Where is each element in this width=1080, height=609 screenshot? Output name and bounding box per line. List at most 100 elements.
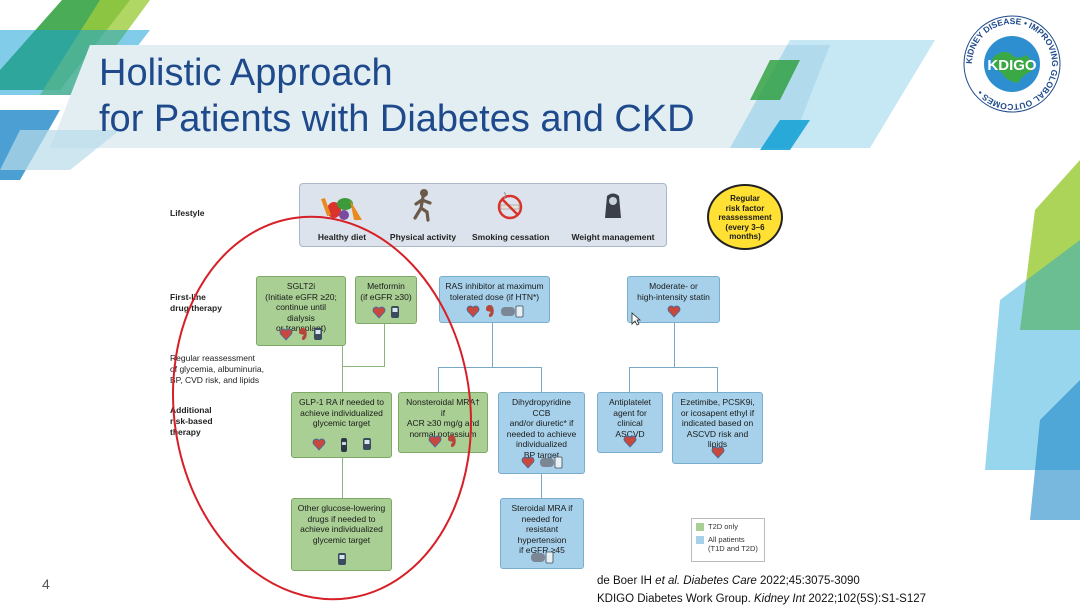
box-metformin: Metformin (if eGFR ≥30) — [355, 276, 417, 324]
ezetimibe-line-2: or icosapent ethyl if — [677, 408, 758, 419]
metformin-icons — [356, 305, 416, 319]
lifestyle-label-activity: Physical activity — [388, 232, 458, 242]
box-dihydropyridine-ccb: Dihydropyridine CCB and/or diuretic* if … — [498, 392, 585, 474]
no-smoking-icon — [495, 188, 525, 222]
ref1-etal: et al. — [655, 575, 680, 587]
legend-t2d: T2D only — [696, 523, 738, 532]
reassessment-badge: Regular risk factor reassessment (every … — [707, 184, 783, 250]
reference-1: de Boer IH et al. Diabetes Care 2022;45:… — [597, 572, 926, 590]
kidney-icon — [484, 304, 496, 318]
nsmra-line-2: ACR ≥30 mg/g and — [403, 418, 483, 429]
box-sglt2i: SGLT2i (Initiate eGFR ≥20; continue unti… — [256, 276, 346, 346]
glucose-meter-icon — [362, 437, 372, 451]
reference-2: KDIGO Diabetes Work Group. Kidney Int 20… — [597, 590, 926, 608]
connector-metformin-v — [384, 324, 385, 367]
steroidal-mra-line-2: needed for resistant — [505, 514, 579, 535]
lifestyle-item-activity: Physical activity — [388, 184, 458, 246]
glp1-line-2: achieve individualized — [296, 408, 387, 419]
heart-icon — [521, 455, 535, 469]
ezetimibe-line-1: Ezetimibe, PCSK9i, — [677, 397, 758, 408]
glp1-line-1: GLP-1 RA if needed to — [296, 397, 387, 408]
connector-ras-down — [492, 323, 493, 368]
heart-icon — [312, 437, 326, 451]
sglt2i-line-3: continue until dialysis — [261, 302, 341, 323]
row-label-additional-2: risk-based — [170, 416, 213, 427]
antiplatelet-line-2: agent for — [602, 408, 658, 419]
connector-statin-split — [629, 367, 718, 368]
other-glucose-line-2: drugs if needed to — [296, 514, 387, 525]
lifestyle-label-weight: Weight management — [566, 232, 660, 242]
sglt2i-line-1: SGLT2i — [261, 281, 341, 292]
metformin-line-1: Metformin — [360, 281, 412, 292]
ref1-journal: Diabetes Care — [680, 575, 757, 587]
heart-icon — [623, 434, 637, 448]
ref2-rest: 2022;102(5S):S1-S127 — [805, 593, 926, 605]
sglt2i-icons — [257, 327, 345, 341]
kidney-icon — [446, 434, 458, 448]
scale-icon — [598, 188, 628, 222]
connector-sglt2i-glp1 — [342, 346, 343, 393]
bp-cuff-icon — [530, 550, 554, 564]
connector-glp1-other — [342, 458, 343, 498]
row-label-additional-1: Additional — [170, 405, 213, 416]
heart-icon — [711, 445, 725, 459]
connector-statin-down — [674, 323, 675, 368]
lifestyle-label-smoking: Smoking cessation — [472, 232, 548, 242]
glucose-meter-icon — [337, 552, 347, 566]
ref2-journal: Kidney Int — [754, 593, 805, 605]
connector-to-nsmra — [438, 367, 439, 392]
vegetables-icon — [320, 188, 364, 222]
legend-all-patients: All patients (T1D and T2D) — [696, 536, 758, 553]
row-label-first-line-1: First-line — [170, 292, 222, 303]
lifestyle-label-diet: Healthy diet — [306, 232, 378, 242]
ras-icons — [440, 304, 549, 318]
bp-cuff-icon — [539, 455, 563, 469]
steroidal-mra-icons — [501, 550, 583, 564]
antiplatelet-icons — [598, 434, 662, 448]
ccb-line-2: and/or diuretic* if — [503, 418, 580, 429]
running-person-icon — [408, 188, 438, 222]
heart-icon — [372, 305, 386, 319]
steroidal-mra-line-3: hypertension — [505, 535, 579, 546]
other-glucose-line-1: Other glucose-lowering — [296, 503, 387, 514]
row-label-reassess-1: Regular reassessment — [170, 353, 264, 364]
statin-icons — [628, 304, 719, 318]
mouse-cursor-icon — [631, 312, 641, 326]
badge-line-2: risk factor — [709, 204, 781, 214]
legend-all-line-2: (T1D and T2D) — [708, 544, 758, 553]
row-label-lifestyle: Lifestyle — [170, 208, 205, 219]
statin-line-1: Moderate- or — [632, 281, 715, 292]
steroidal-mra-line-1: Steroidal MRA if — [505, 503, 579, 514]
metformin-line-2: (if eGFR ≥30) — [360, 292, 412, 303]
other-glucose-line-3: achieve individualized — [296, 524, 387, 535]
box-nonsteroidal-mra: Nonsteroidal MRA† if ACR ≥30 mg/g and no… — [398, 392, 488, 453]
lifestyle-box: Healthy diet Physical activity Smoking c… — [299, 183, 667, 247]
ccb-line-3: needed to achieve — [503, 429, 580, 440]
legend-t2d-label: T2D only — [708, 523, 738, 532]
sglt2i-line-2: (Initiate eGFR ≥20; — [261, 292, 341, 303]
box-ras-inhibitor: RAS inhibitor at maximum tolerated dose … — [439, 276, 550, 323]
connector-ccb-steroidal — [541, 474, 542, 498]
row-label-first-line: First-line drug therapy — [170, 292, 222, 314]
bp-cuff-icon — [500, 304, 524, 318]
row-label-reassess-3: BP, CVD risk, and lipids — [170, 375, 264, 386]
ras-line-2: tolerated dose (if HTN*) — [444, 292, 545, 303]
heart-icon — [279, 327, 293, 341]
ref2-group: KDIGO Diabetes Work Group. — [597, 593, 754, 605]
ras-line-1: RAS inhibitor at maximum — [444, 281, 545, 292]
antiplatelet-line-1: Antiplatelet — [602, 397, 658, 408]
heart-icon — [428, 434, 442, 448]
box-ezetimibe: Ezetimibe, PCSK9i, or icosapent ethyl if… — [672, 392, 763, 464]
ezetimibe-line-3: indicated based on — [677, 418, 758, 429]
glucose-meter-icon — [313, 327, 323, 341]
box-glp1-ra: GLP-1 RA if needed to achieve individual… — [291, 392, 392, 458]
ccb-line-4: individualized — [503, 439, 580, 450]
slide-title: Holistic Approach for Patients with Diab… — [99, 50, 819, 142]
lifestyle-item-smoking: Smoking cessation — [472, 184, 548, 246]
other-glucose-icons — [292, 552, 391, 566]
glp1-icons — [292, 437, 391, 453]
ref1-rest: 2022;45:3075-3090 — [757, 575, 860, 587]
glucose-meter-icon — [390, 305, 400, 319]
connector-to-ccb — [541, 367, 542, 392]
